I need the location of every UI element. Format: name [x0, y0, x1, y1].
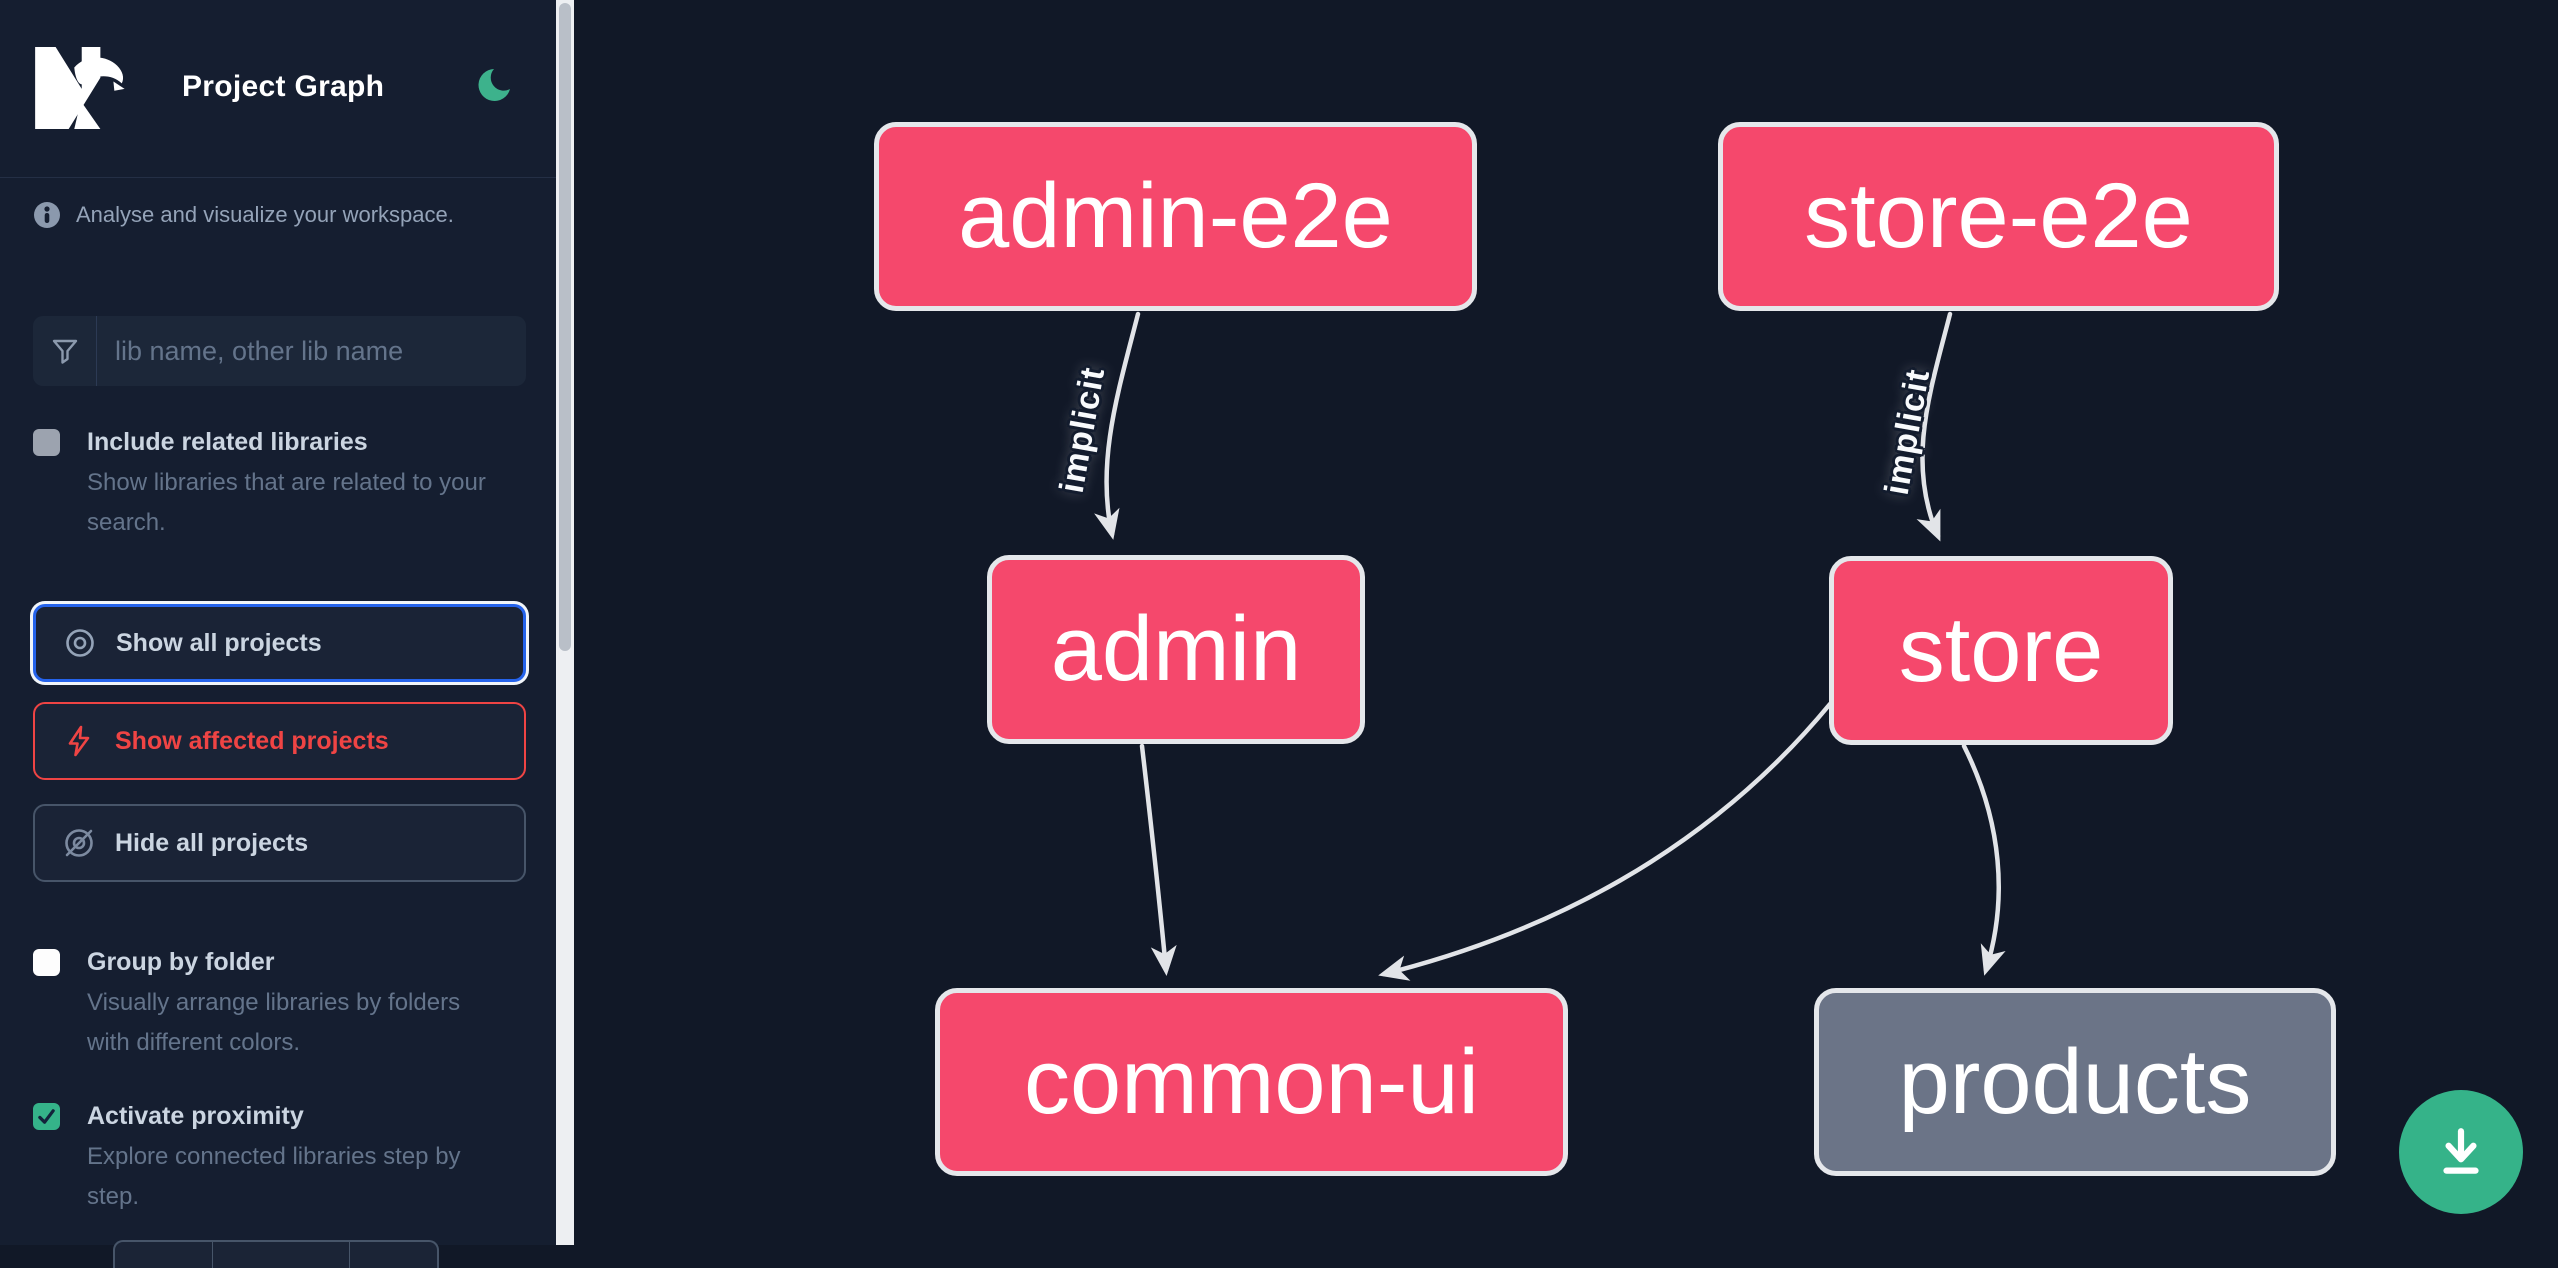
search-input[interactable] [97, 316, 526, 386]
show-all-projects-button[interactable]: Show all projects [33, 604, 526, 682]
download-icon [2443, 1128, 2479, 1174]
button-label: Show all projects [116, 628, 322, 657]
nx-logo[interactable] [31, 47, 125, 129]
button-label: Show affected projects [115, 726, 389, 755]
tagline-row: Analyse and visualize your workspace. [33, 201, 454, 229]
node-store-e2e[interactable]: store-e2e [1718, 122, 2279, 311]
toggle-label: Include related libraries [87, 428, 368, 456]
sidebar-scrollbar-track [556, 0, 574, 1245]
toggle-description: Show libraries that are related to your … [87, 469, 486, 536]
hide-all-projects-button[interactable]: Hide all projects [33, 804, 526, 882]
bolt-icon [68, 725, 90, 757]
edge-admin-e2e-admin [1094, 311, 1141, 540]
info-icon [34, 202, 60, 228]
toggle-description: Explore connected libraries step by step… [87, 1143, 461, 1210]
toggle-description: Visually arrange libraries by folders wi… [87, 989, 461, 1056]
sidebar-header: Project Graph [0, 0, 556, 178]
collapsed-button-segment[interactable] [349, 1242, 437, 1268]
node-common-ui[interactable]: common-ui [935, 988, 1568, 1176]
node-admin[interactable]: admin [987, 555, 1365, 744]
node-store[interactable]: store [1829, 556, 2173, 745]
download-image-button[interactable] [2399, 1090, 2523, 1214]
check-icon [38, 1109, 55, 1124]
checkbox-activate-proximity[interactable] [33, 1103, 60, 1130]
filter-funnel-icon [33, 316, 97, 386]
toggle-activate-proximity: Activate proximity Explore connected lib… [33, 1100, 526, 1217]
edge-admin-common-ui [1139, 743, 1177, 976]
sidebar: Project Graph Analyse and visualize your… [0, 0, 556, 1268]
toggle-label: Group by folder [87, 948, 275, 976]
eye-icon [66, 629, 94, 657]
toggle-label: Activate proximity [87, 1102, 304, 1130]
tagline-text: Analyse and visualize your workspace. [76, 202, 454, 227]
button-label: Hide all projects [115, 828, 309, 857]
collapsed-button-segment[interactable] [115, 1242, 212, 1268]
node-admin-e2e[interactable]: admin-e2e [874, 122, 1477, 311]
search-box [33, 316, 526, 386]
checkbox-group-by-folder[interactable] [33, 949, 60, 976]
sidebar-scrollbar-thumb[interactable] [559, 3, 571, 651]
page-title: Project Graph [182, 70, 385, 103]
edge-label-implicit: implicit [1877, 366, 1938, 498]
toggle-include-related: Include related libraries Show libraries… [33, 426, 526, 543]
theme-toggle-moon-icon[interactable] [472, 66, 512, 106]
edge-label-implicit: implicit [1052, 364, 1113, 496]
collapsed-button-group[interactable] [113, 1240, 439, 1268]
edge-store-products [1961, 743, 2006, 976]
checkbox-include-related[interactable] [33, 429, 60, 456]
show-affected-projects-button[interactable]: Show affected projects [33, 702, 526, 780]
edge-store-common-ui [1378, 701, 1833, 981]
collapsed-button-segment[interactable] [212, 1242, 349, 1268]
eye-off-icon [65, 829, 93, 857]
node-products[interactable]: products [1814, 988, 2336, 1176]
toggle-group-by-folder: Group by folder Visually arrange librari… [33, 946, 526, 1063]
